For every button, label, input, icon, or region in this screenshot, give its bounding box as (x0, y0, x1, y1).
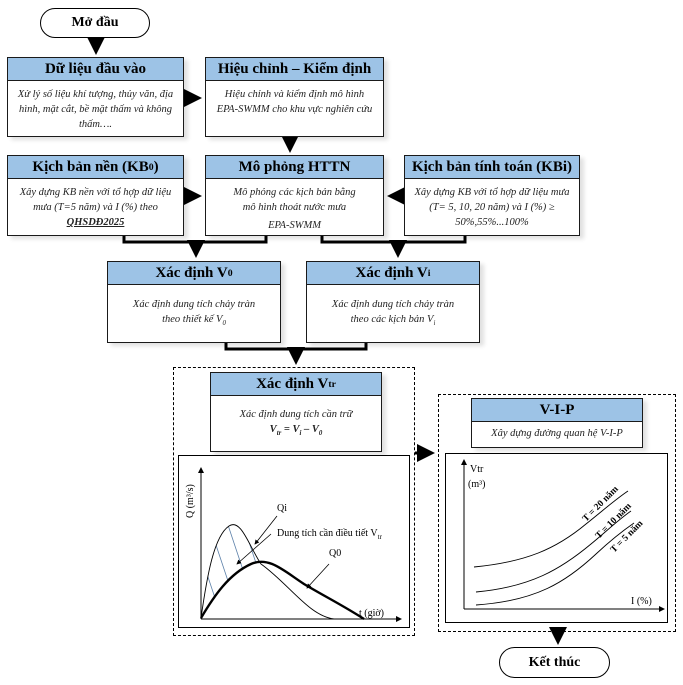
determine-v0-title-sub: 0 (227, 267, 233, 279)
hydrograph-svg: Q (m³/s) t (giờ) Qi Q0 Dung tích cần điề… (185, 467, 402, 622)
determine-v0-body-sub: 0 (222, 320, 226, 328)
end-label: Kết thúc (528, 654, 581, 670)
formula-i: i (299, 430, 302, 438)
calibration-title: Hiệu chỉnh – Kiểm định (206, 58, 383, 81)
calibration-body: Hiệu chỉnh và kiểm định mô hình EPA-SWMM… (216, 89, 373, 115)
hydro-ylabel: Q (m³/s) (185, 484, 196, 518)
determine-vi-body-text: Xác định dung tích chảy tràn theo các kị… (331, 299, 455, 325)
determine-vi-body: Xác định dung tích chảy tràn theo các kị… (307, 285, 479, 335)
vip-ylabel-1: Vtr (470, 464, 484, 475)
input-data-body: Xử lý số liệu khí tượng, thủy văn, địa h… (17, 89, 174, 130)
base-scenario-body-text: Xây dựng KB nền với tổ hợp dữ liệu mưa (… (19, 187, 172, 213)
determine-vtr-body-text: Xác định dung tích cần trữ (239, 409, 353, 420)
simulation-box: Mô phỏng HTTN Mô phỏng các kịch bản bằng… (205, 155, 384, 236)
qi-label: Qi (277, 503, 287, 514)
calc-scenario-body: Xây dựng KB với tổ hợp dữ liệu mưa (T= 5… (414, 187, 570, 228)
hydro-xlabel: t (giờ) (359, 608, 384, 619)
curve-qi (200, 524, 335, 620)
base-scenario-title-sub: 0 (148, 161, 154, 173)
vtr-annotation: Dung tích cần điều tiết Vtr (277, 528, 383, 541)
determine-vtr-title-text: Xác định V (256, 375, 329, 392)
base-scenario-title-text: Kịch bản nền (KB (32, 158, 149, 175)
simulation-title: Mô phỏng HTTN (206, 156, 383, 179)
start-label: Mở đầu (71, 15, 119, 30)
determine-vi-title-text: Xác định V (355, 264, 428, 281)
vip-svg: Vtr (m³) I (%) T = 20 năm T = 10 năm T =… (461, 459, 665, 612)
simulation-body-text: Mô phỏng các kịch bản bằng mô hình thoát… (233, 187, 356, 213)
vip-ylabel-2: (m³) (468, 479, 485, 490)
simulation-body-model: EPA-SWMM (268, 220, 321, 231)
simulation-body: Mô phỏng các kịch bản bằng mô hình thoát… (206, 179, 383, 237)
determine-vtr-title-sub: tr (328, 378, 336, 390)
vip-xlabel: I (%) (631, 596, 652, 607)
curve-t10 (475, 510, 632, 593)
base-scenario-body: Xây dựng KB nền với tổ hợp dữ liệu mưa (… (8, 179, 183, 234)
formula-v: V (269, 424, 277, 435)
vtr-pointer (236, 533, 272, 565)
vip-body: Xây dựng đường quan hệ V-I-P (491, 428, 623, 439)
curve-t20 (473, 490, 629, 568)
formula-tr: tr (276, 430, 282, 438)
formula-eq-v: = V (281, 424, 300, 435)
curve-q0 (199, 560, 365, 621)
calc-scenario-title: Kịch bản tính toán (KBi) (405, 156, 579, 179)
start-terminal: Mở đầu (40, 8, 150, 38)
vip-title: V-I-P (472, 399, 642, 422)
formula-minus-v: – V (301, 424, 319, 435)
determine-vtr-body: Xác định dung tích cần trữ Vtr = Vi – V0 (211, 396, 381, 445)
determine-v0-body-text: Xác định dung tích chảy tràn theo thiết … (132, 299, 256, 325)
qhsdd-reference: QHSDĐ2025 (66, 217, 125, 228)
formula-0: 0 (318, 430, 323, 438)
vtr-formula: Vtr = Vi – V0 (219, 422, 373, 441)
input-data-box: Dữ liệu đầu vào Xử lý số liệu khí tượng,… (7, 57, 184, 137)
joiner-v0-vi (224, 343, 368, 351)
determine-vi-body-sub: i (433, 320, 436, 328)
vip-group (438, 394, 676, 632)
q0-label: Q0 (329, 548, 341, 559)
calibration-box: Hiệu chỉnh – Kiểm định Hiệu chỉnh và kiể… (205, 57, 384, 137)
hydrograph-chart: Q (m³/s) t (giờ) Qi Q0 Dung tích cần điề… (178, 455, 410, 628)
input-data-title: Dữ liệu đầu vào (8, 58, 183, 81)
determine-v0-title-text: Xác định V (155, 264, 228, 281)
calc-scenario-box: Kịch bản tính toán (KBi) Xây dựng KB với… (404, 155, 580, 236)
curve-t5 (475, 522, 635, 606)
qi-pointer (254, 515, 278, 545)
determine-vi-title-sub: i (427, 267, 431, 279)
vip-chart: Vtr (m³) I (%) T = 20 năm T = 10 năm T =… (445, 453, 668, 623)
end-terminal: Kết thúc (499, 647, 610, 678)
vip-box: V-I-P Xây dựng đường quan hệ V-I-P (471, 398, 643, 448)
vtr-group (173, 367, 415, 636)
q0-pointer (306, 563, 330, 589)
base-scenario-title-end: ) (153, 158, 159, 175)
determine-v0-body: Xác định dung tích chảy tràn theo thiết … (108, 285, 280, 335)
